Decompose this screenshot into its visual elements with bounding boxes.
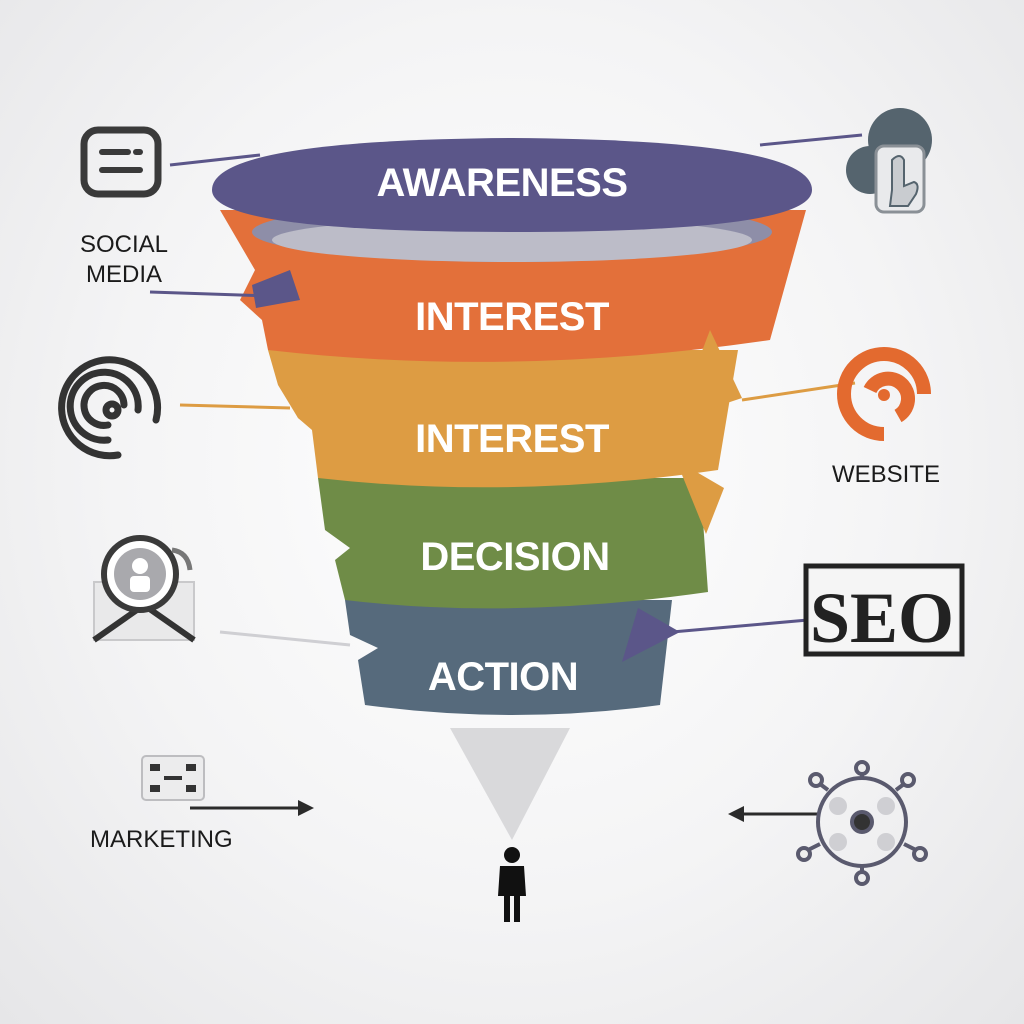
connector-email [219, 630, 351, 647]
website-label: WEBSITE [832, 461, 940, 488]
connector-network [728, 806, 818, 822]
film-strip-icon [141, 755, 205, 801]
connector-website [676, 330, 856, 534]
connector-cloud [759, 133, 863, 147]
stage-label-interest-1: INTEREST [415, 295, 609, 339]
funnel-stage-decision [318, 478, 708, 609]
seo-badge-text: SEO [810, 578, 954, 658]
stage-label-interest-2: INTEREST [415, 417, 609, 461]
funnel-stage-action [345, 600, 672, 715]
connector-social-media [149, 153, 300, 308]
email-contact-icon [92, 535, 196, 643]
spiral-icon [58, 356, 162, 460]
funnel-stage-awareness [212, 138, 812, 232]
stage-label-awareness: AWARENESS [376, 161, 627, 205]
person-icon [498, 847, 526, 922]
cloud-pointer-icon [846, 108, 932, 214]
seo-badge-icon: SEO [803, 563, 965, 658]
chat-bubble-icon [80, 126, 162, 198]
network-hub-icon [796, 760, 928, 886]
funnel-tip [450, 728, 570, 840]
social-media-label-line1: SOCIAL [80, 231, 168, 258]
stage-label-decision: DECISION [420, 535, 609, 579]
stage-label-action: ACTION [428, 655, 578, 699]
connector-spiral [179, 392, 338, 428]
connector-marketing [190, 800, 314, 816]
connector-seo [622, 608, 809, 662]
funnel-stage-interest-2 [268, 350, 738, 488]
social-media-label-line2: MEDIA [86, 261, 162, 288]
target-circle-icon [837, 347, 931, 441]
marketing-label: MARKETING [90, 826, 233, 853]
